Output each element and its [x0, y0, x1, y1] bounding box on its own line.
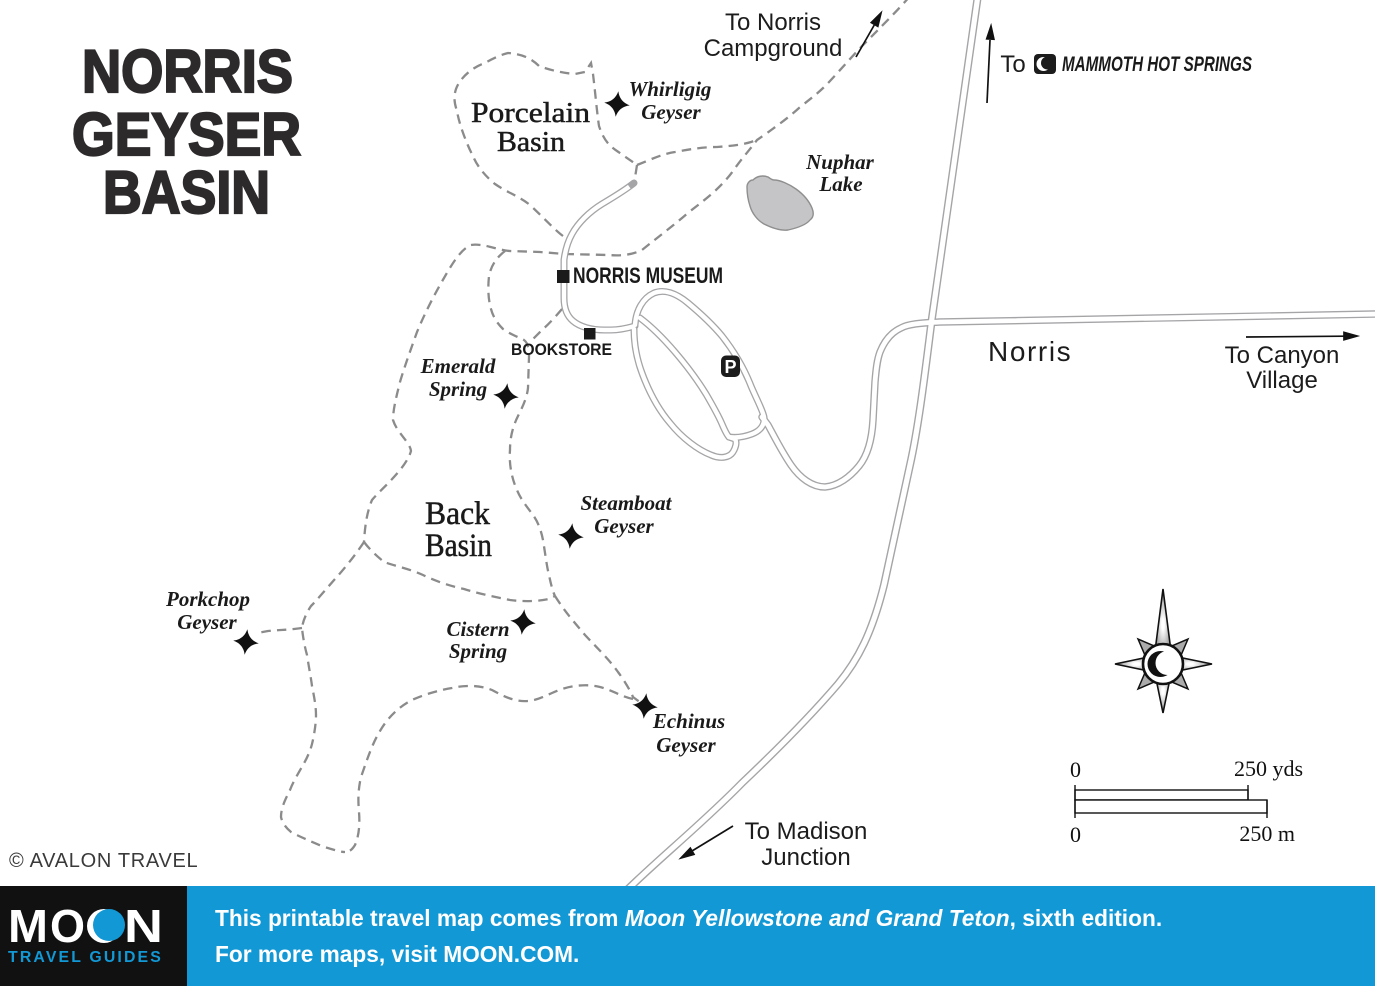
svg-text:Campground: Campground: [704, 35, 843, 62]
svg-text:NORRIS MUSEUM: NORRIS MUSEUM: [573, 263, 723, 288]
svg-text:Echinus: Echinus: [652, 709, 725, 733]
svg-text:Porcelain: Porcelain: [471, 98, 590, 129]
svg-text:Whirligig: Whirligig: [629, 77, 712, 101]
svg-text:0: 0: [1070, 757, 1081, 782]
svg-text:N: N: [124, 900, 163, 952]
svg-text:250 m: 250 m: [1239, 821, 1295, 846]
svg-text:NORRIS: NORRIS: [82, 38, 293, 105]
svg-text:Cistern: Cistern: [446, 617, 509, 641]
svg-text:This printable travel map come: This printable travel map comes from Moo…: [215, 905, 1162, 931]
svg-text:Geyser: Geyser: [641, 100, 701, 124]
svg-text:Geyser: Geyser: [177, 610, 237, 634]
svg-text:Basin: Basin: [425, 528, 492, 564]
svg-text:Emerald: Emerald: [420, 354, 496, 378]
svg-text:To Madison: To Madison: [745, 818, 868, 845]
svg-text:For more maps, visit MOON.COM.: For more maps, visit MOON.COM.: [215, 941, 579, 967]
svg-text:GEYSER: GEYSER: [72, 101, 301, 168]
svg-text:To Norris: To Norris: [725, 9, 821, 36]
svg-text:Norris: Norris: [988, 336, 1072, 367]
svg-text:Porkchop: Porkchop: [165, 587, 250, 611]
svg-text:0: 0: [1070, 822, 1081, 847]
svg-text:To: To: [1000, 51, 1025, 78]
svg-text:Basin: Basin: [497, 127, 565, 158]
svg-text:Junction: Junction: [761, 844, 850, 871]
svg-text:Spring: Spring: [449, 639, 507, 663]
svg-text:P: P: [724, 357, 736, 377]
svg-text:BOOKSTORE: BOOKSTORE: [511, 340, 612, 359]
svg-text:Back: Back: [425, 496, 490, 532]
svg-text:Nuphar: Nuphar: [805, 150, 875, 174]
svg-text:Geyser: Geyser: [656, 733, 716, 757]
svg-text:O: O: [50, 900, 85, 952]
svg-text:Spring: Spring: [429, 377, 487, 401]
svg-text:250 yds: 250 yds: [1234, 756, 1303, 781]
svg-text:Steamboat: Steamboat: [580, 491, 672, 515]
svg-text:Lake: Lake: [818, 172, 862, 196]
svg-text:Village: Village: [1246, 367, 1318, 394]
svg-text:Geyser: Geyser: [594, 514, 654, 538]
svg-text:To Canyon: To Canyon: [1225, 342, 1340, 369]
svg-text:© AVALON TRAVEL: © AVALON TRAVEL: [9, 850, 198, 872]
svg-text:MAMMOTH HOT SPRINGS: MAMMOTH HOT SPRINGS: [1062, 53, 1252, 76]
svg-text:TRAVEL GUIDES: TRAVEL GUIDES: [8, 949, 163, 966]
svg-text:M: M: [8, 900, 48, 952]
svg-text:BASIN: BASIN: [103, 159, 270, 226]
